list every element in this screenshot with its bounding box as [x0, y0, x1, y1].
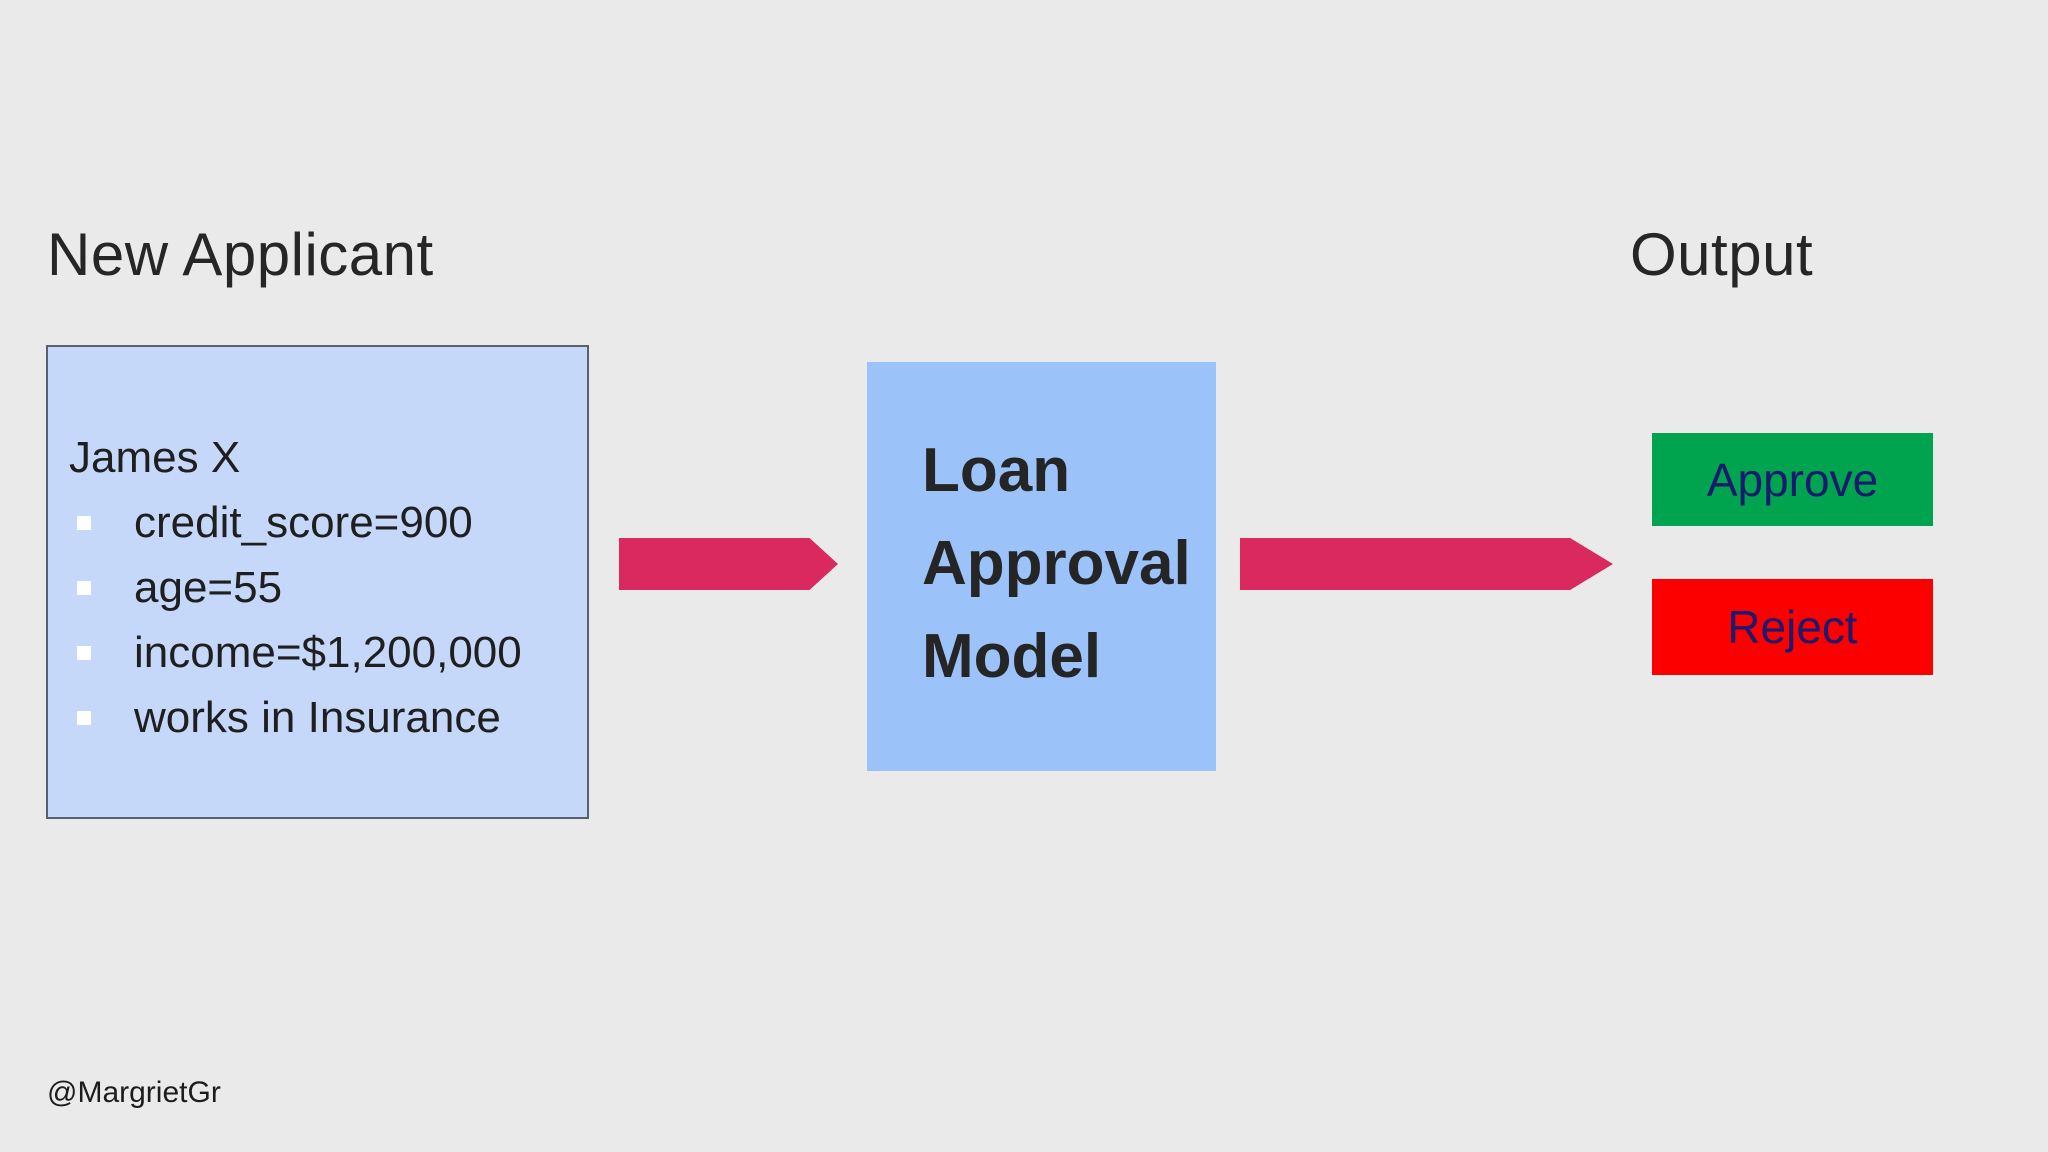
applicant-attribute: income=$1,200,000	[134, 627, 522, 677]
list-item: age=55	[69, 555, 569, 620]
applicant-attribute: age=55	[134, 562, 283, 612]
loan-approval-model-box: Loan Approval Model	[867, 362, 1216, 771]
author-attribution: @MargrietGr	[47, 1076, 221, 1109]
applicant-attribute-list: credit_score=900 age=55 income=$1,200,00…	[69, 490, 569, 750]
applicant-name: James X	[69, 433, 241, 482]
approve-result-box: Approve	[1652, 433, 1933, 526]
square-bullet-icon	[77, 710, 91, 725]
square-bullet-icon	[77, 515, 91, 530]
square-bullet-icon	[77, 645, 91, 660]
input-flow-arrow-icon	[619, 538, 838, 590]
output-flow-arrow-icon	[1240, 538, 1613, 590]
reject-result-box: Reject	[1652, 579, 1933, 675]
output-heading: Output	[1630, 221, 1814, 288]
square-bullet-icon	[77, 580, 91, 595]
model-label-line: Approval	[922, 529, 1191, 598]
list-item: works in Insurance	[69, 685, 569, 750]
reject-label: Reject	[1727, 601, 1858, 653]
new-applicant-heading: New Applicant	[47, 221, 434, 288]
applicant-info-card: James X credit_score=900 age=55 income=$…	[46, 345, 589, 819]
applicant-attribute: works in Insurance	[134, 692, 501, 742]
list-item: income=$1,200,000	[69, 620, 569, 685]
approve-label: Approve	[1706, 453, 1879, 506]
applicant-attribute: credit_score=900	[134, 497, 473, 547]
model-label-line: Loan	[922, 436, 1071, 505]
model-label-line: Model	[922, 622, 1102, 691]
list-item: credit_score=900	[69, 490, 569, 555]
